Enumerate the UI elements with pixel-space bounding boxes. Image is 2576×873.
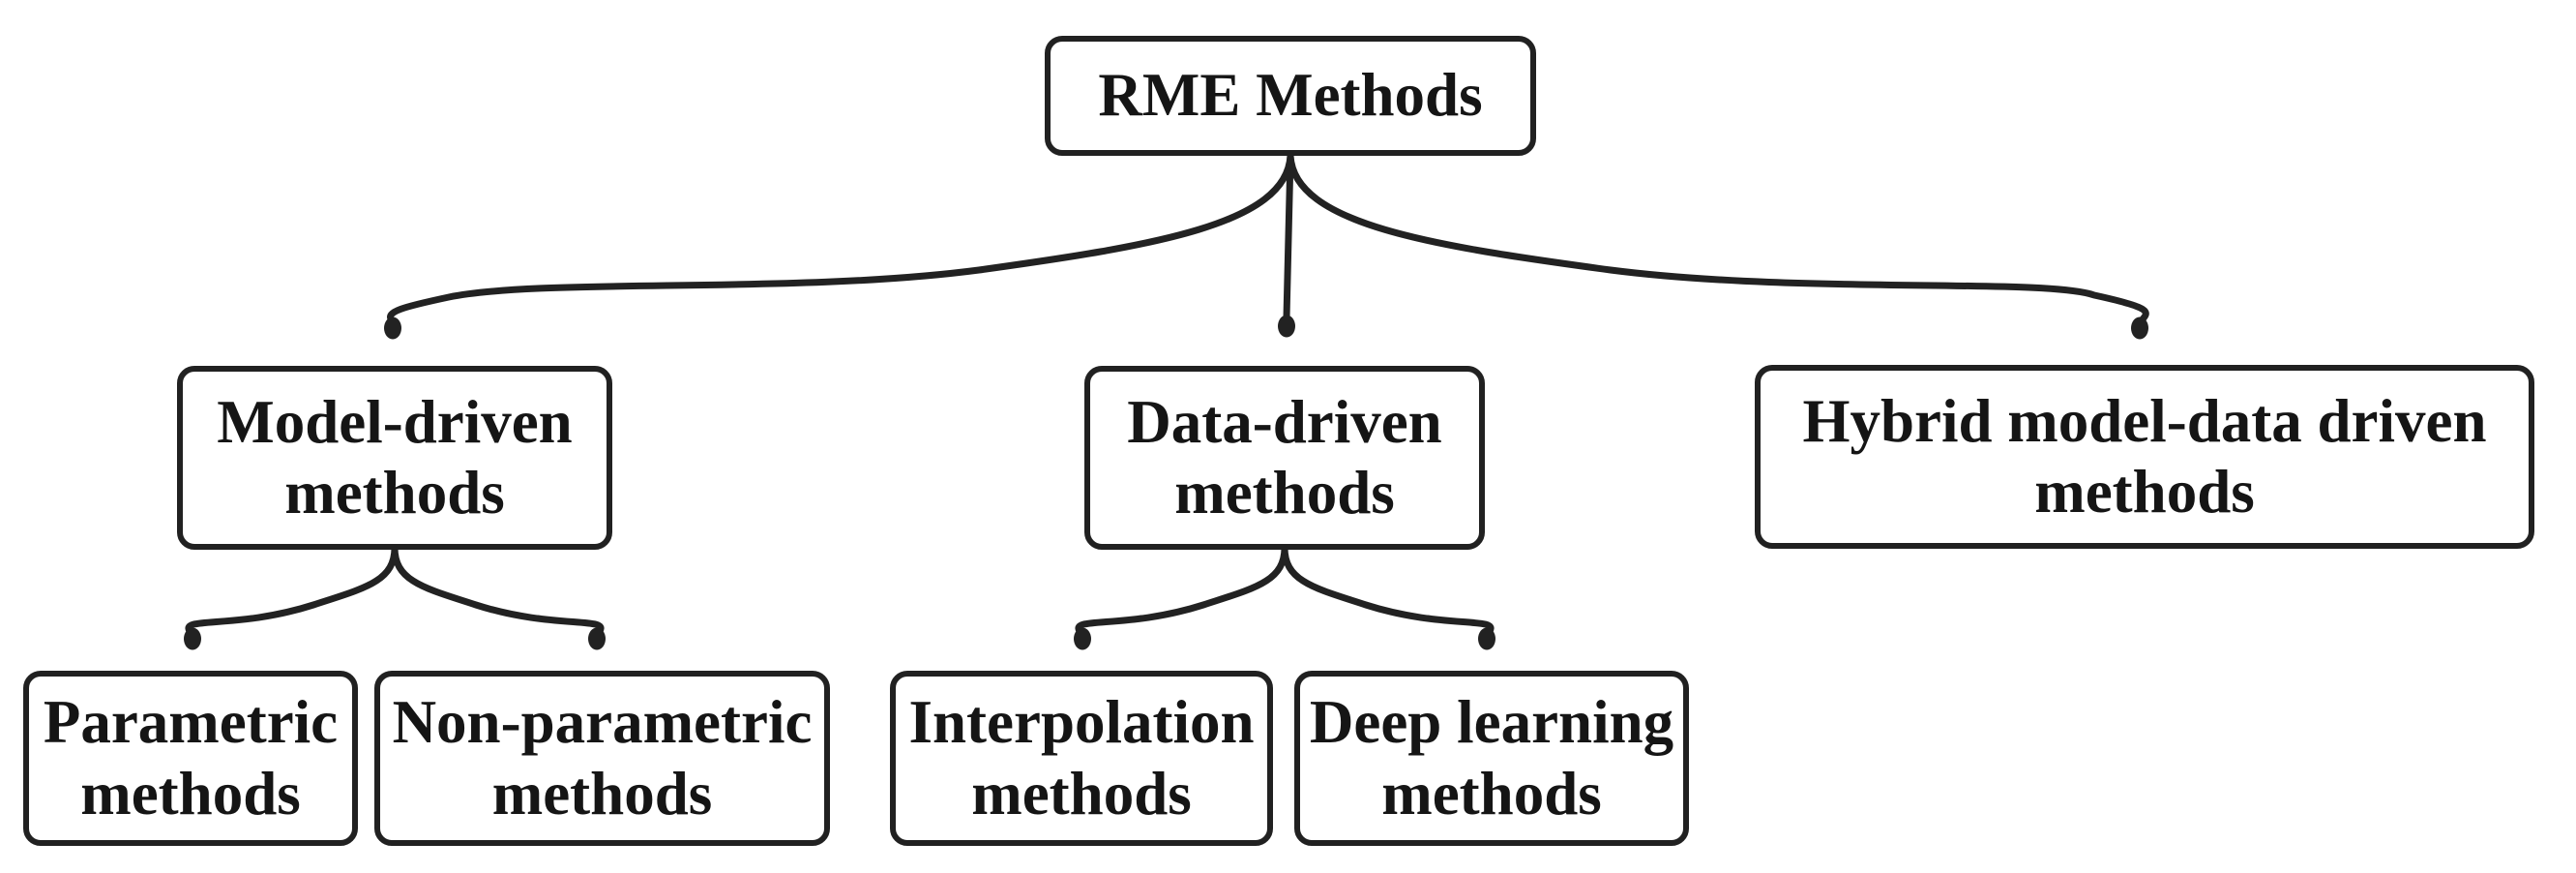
edge-root-to-hybrid	[1287, 152, 2149, 324]
node-label-line: Data-driven	[1127, 387, 1442, 456]
node-label-line: methods	[284, 459, 505, 527]
node-parametric-methods: Parametric methods	[23, 671, 358, 846]
node-rme-methods: RME Methods	[1045, 36, 1536, 156]
node-label-line: Deep learning	[1309, 688, 1674, 757]
edge-model-driven-to-non-parametric	[391, 544, 605, 635]
node-label-line: Interpolation	[908, 688, 1255, 757]
edge-endpoint-dot	[1278, 315, 1295, 338]
edge-endpoint-dot	[1478, 627, 1495, 650]
edge-endpoint-dot	[2131, 316, 2148, 340]
node-interpolation-methods: Interpolation methods	[890, 671, 1273, 846]
node-label-line: methods	[1381, 759, 1602, 828]
node-label-line: Parametric	[43, 688, 339, 757]
node-data-driven-methods: Data-driven methods	[1084, 366, 1485, 550]
edge-model-driven-to-parametric	[185, 544, 399, 635]
edge-endpoint-dot	[1074, 627, 1091, 650]
node-deep-learning-methods: Deep learning methods	[1294, 671, 1689, 846]
node-label-line: Non-parametric	[392, 688, 813, 757]
edge-endpoint-dot	[184, 627, 201, 650]
edge-data-driven-to-deep-learning	[1281, 544, 1495, 635]
node-label-line: methods	[80, 759, 301, 828]
edge-endpoint-dot	[384, 316, 401, 340]
edge-data-driven-to-interpolation	[1075, 544, 1288, 635]
node-label: RME Methods	[1098, 61, 1483, 130]
node-model-driven-methods: Model-driven methods	[177, 366, 612, 550]
node-label-line: Model-driven	[217, 387, 573, 456]
node-label-line: Hybrid model-data driven	[1802, 386, 2487, 455]
node-non-parametric-methods: Non-parametric methods	[374, 671, 830, 846]
node-hybrid-model-data-driven-methods: Hybrid model-data driven methods	[1755, 365, 2534, 549]
node-label-line: methods	[971, 759, 1192, 828]
edge-endpoint-dot	[588, 627, 606, 650]
edge-root-to-model-driven	[387, 152, 1294, 324]
edge-root-to-data-driven	[1283, 152, 1294, 321]
node-label-line: methods	[491, 759, 713, 828]
node-label-line: methods	[2034, 458, 2255, 526]
node-label-line: methods	[1174, 459, 1395, 527]
